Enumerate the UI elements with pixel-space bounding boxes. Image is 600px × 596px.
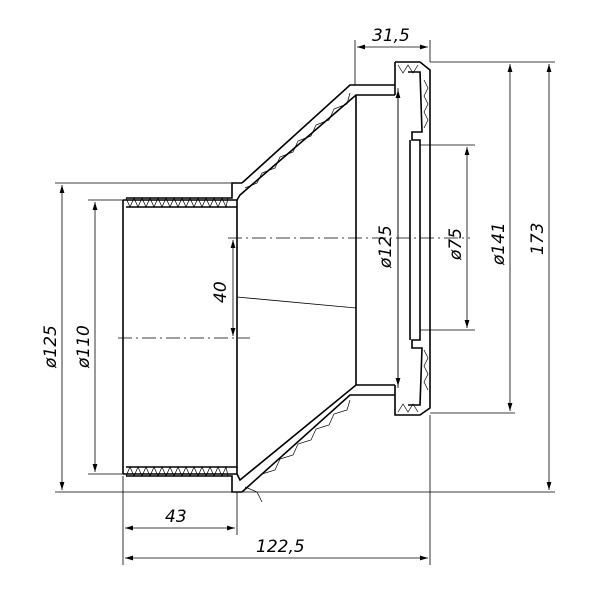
- dim-overall-height: 173: [528, 223, 548, 255]
- dim-right-inner-diameter: ø75: [446, 228, 466, 261]
- reducer-body: [122, 61, 431, 503]
- dim-top-width: 31,5: [372, 26, 410, 46]
- dim-eccentric-offset: 40: [211, 281, 231, 303]
- dimension-lines: [59, 44, 552, 561]
- dim-left-inner-diameter: ø110: [74, 325, 94, 369]
- dim-spigot-length: 43: [165, 507, 187, 527]
- dim-left-outer-diameter: ø125: [41, 325, 61, 369]
- extension-lines: [55, 40, 555, 565]
- dim-right-outer-diameter: ø141: [489, 222, 509, 266]
- dim-right-socket-diameter: ø125: [376, 225, 396, 269]
- dim-overall-length: 122,5: [256, 537, 305, 557]
